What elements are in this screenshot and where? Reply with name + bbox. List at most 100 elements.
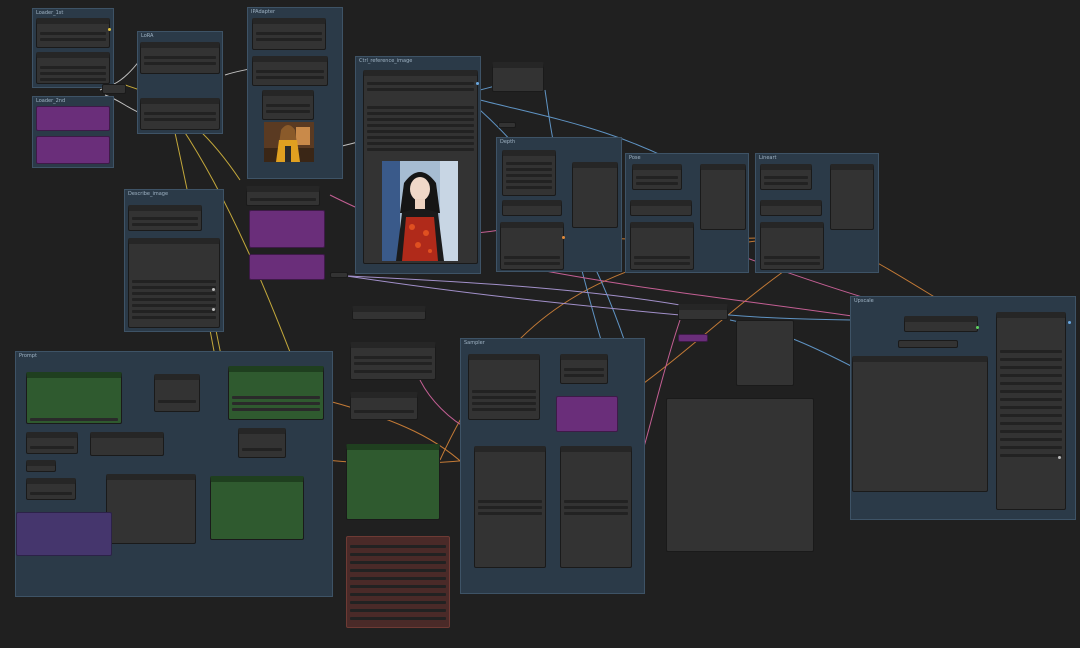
- main-image-preview[interactable]: [382, 161, 458, 261]
- widget-row[interactable]: [636, 176, 678, 179]
- settings-node-red[interactable]: [346, 536, 450, 628]
- muted-node-a[interactable]: [249, 210, 325, 248]
- widget-row[interactable]: [132, 280, 216, 283]
- widget-row[interactable]: [472, 396, 536, 399]
- widget-row[interactable]: [256, 32, 322, 35]
- widget-row[interactable]: [1000, 366, 1062, 369]
- upscale-input-node[interactable]: [898, 340, 958, 348]
- widget-row[interactable]: [367, 124, 474, 127]
- note-node[interactable]: [16, 512, 112, 556]
- text-node-4[interactable]: [26, 460, 56, 472]
- widget-row[interactable]: [266, 104, 310, 107]
- depth-preprocessor-node[interactable]: [502, 150, 556, 196]
- widget-row[interactable]: [1000, 390, 1062, 393]
- output-port[interactable]: [976, 326, 979, 329]
- widget-row[interactable]: [250, 198, 316, 201]
- toggle-knob[interactable]: [212, 288, 215, 291]
- widget-row[interactable]: [350, 609, 446, 612]
- widget-row[interactable]: [1000, 406, 1062, 409]
- sampler-settings-node[interactable]: [560, 354, 608, 384]
- widget-row[interactable]: [144, 112, 216, 115]
- widget-row[interactable]: [354, 370, 432, 373]
- widget-row[interactable]: [350, 601, 446, 604]
- upscale-preview-node[interactable]: [852, 356, 988, 492]
- widget-row[interactable]: [1000, 414, 1062, 417]
- widget-row[interactable]: [367, 142, 474, 145]
- ipadapter-apply-node[interactable]: [252, 56, 328, 86]
- lineart-controlnet-loader-node[interactable]: [760, 200, 822, 216]
- describe-output-node[interactable]: [128, 238, 220, 328]
- pose-apply-node[interactable]: [630, 222, 694, 270]
- widget-row[interactable]: [506, 186, 552, 189]
- widget-row[interactable]: [266, 110, 310, 113]
- empty-latent-node[interactable]: [350, 342, 436, 380]
- lora-loader-node-2[interactable]: [140, 98, 220, 130]
- ksampler-node[interactable]: [468, 354, 540, 420]
- image-switch-node[interactable]: [678, 304, 728, 320]
- muted-small-node[interactable]: [678, 334, 708, 342]
- widget-row[interactable]: [564, 506, 628, 509]
- lineart-preview-node[interactable]: [830, 164, 874, 230]
- widget-row[interactable]: [350, 577, 446, 580]
- muted-loader-node-1[interactable]: [36, 106, 110, 131]
- widget-row[interactable]: [132, 310, 216, 313]
- widget-row[interactable]: [1000, 398, 1062, 401]
- widget-row[interactable]: [350, 545, 446, 548]
- preview-image-node-small[interactable]: [736, 320, 794, 386]
- output-port[interactable]: [108, 28, 111, 31]
- text-encode-node-3[interactable]: [210, 476, 304, 540]
- widget-row[interactable]: [350, 569, 446, 572]
- describe-settings-node[interactable]: [128, 205, 202, 231]
- output-port[interactable]: [476, 82, 479, 85]
- widget-row[interactable]: [1000, 358, 1062, 361]
- reroute-node-2[interactable]: [498, 122, 516, 128]
- positive-prompt-node[interactable]: [26, 372, 122, 424]
- widget-row[interactable]: [478, 500, 542, 503]
- lora-loader-node[interactable]: [140, 42, 220, 74]
- toggle-knob[interactable]: [1058, 456, 1061, 459]
- widget-row[interactable]: [232, 408, 320, 411]
- depth-apply-node[interactable]: [500, 222, 565, 270]
- widget-row[interactable]: [242, 448, 282, 451]
- widget-row[interactable]: [506, 168, 552, 171]
- widget-row[interactable]: [132, 292, 216, 295]
- pose-preprocessor-node[interactable]: [632, 164, 682, 190]
- prompt-combine-node[interactable]: [154, 374, 200, 412]
- text-node-5[interactable]: [26, 478, 76, 500]
- preview-image-node-large[interactable]: [666, 398, 814, 552]
- widget-row[interactable]: [506, 162, 552, 165]
- vae-decode-node-2[interactable]: [560, 446, 632, 568]
- widget-row[interactable]: [1000, 454, 1062, 457]
- widget-row[interactable]: [367, 112, 474, 115]
- vae-encode-node[interactable]: [352, 306, 426, 320]
- widget-row[interactable]: [367, 118, 474, 121]
- widget-row[interactable]: [30, 418, 118, 421]
- preview-text-node[interactable]: [106, 474, 196, 544]
- widget-row[interactable]: [564, 500, 628, 503]
- upscale-sampler-node[interactable]: [996, 312, 1066, 510]
- widget-row[interactable]: [504, 262, 560, 265]
- text-node-2[interactable]: [90, 432, 164, 456]
- text-node-1[interactable]: [26, 432, 78, 454]
- widget-row[interactable]: [472, 390, 536, 393]
- widget-row[interactable]: [232, 402, 320, 405]
- widget-row[interactable]: [506, 180, 552, 183]
- widget-row[interactable]: [1000, 350, 1062, 353]
- widget-row[interactable]: [132, 286, 216, 289]
- widget-row[interactable]: [132, 298, 216, 301]
- widget-row[interactable]: [158, 400, 196, 403]
- widget-row[interactable]: [40, 38, 106, 41]
- widget-row[interactable]: [1000, 422, 1062, 425]
- widget-row[interactable]: [367, 130, 474, 133]
- widget-row[interactable]: [367, 106, 474, 109]
- widget-row[interactable]: [350, 617, 446, 620]
- toggle-knob[interactable]: [212, 308, 215, 311]
- widget-row[interactable]: [354, 410, 414, 413]
- widget-row[interactable]: [232, 396, 320, 399]
- widget-row[interactable]: [354, 356, 432, 359]
- widget-row[interactable]: [30, 446, 74, 449]
- widget-row[interactable]: [478, 506, 542, 509]
- lineart-apply-node[interactable]: [760, 222, 824, 270]
- widget-row[interactable]: [1000, 374, 1062, 377]
- widget-row[interactable]: [506, 174, 552, 177]
